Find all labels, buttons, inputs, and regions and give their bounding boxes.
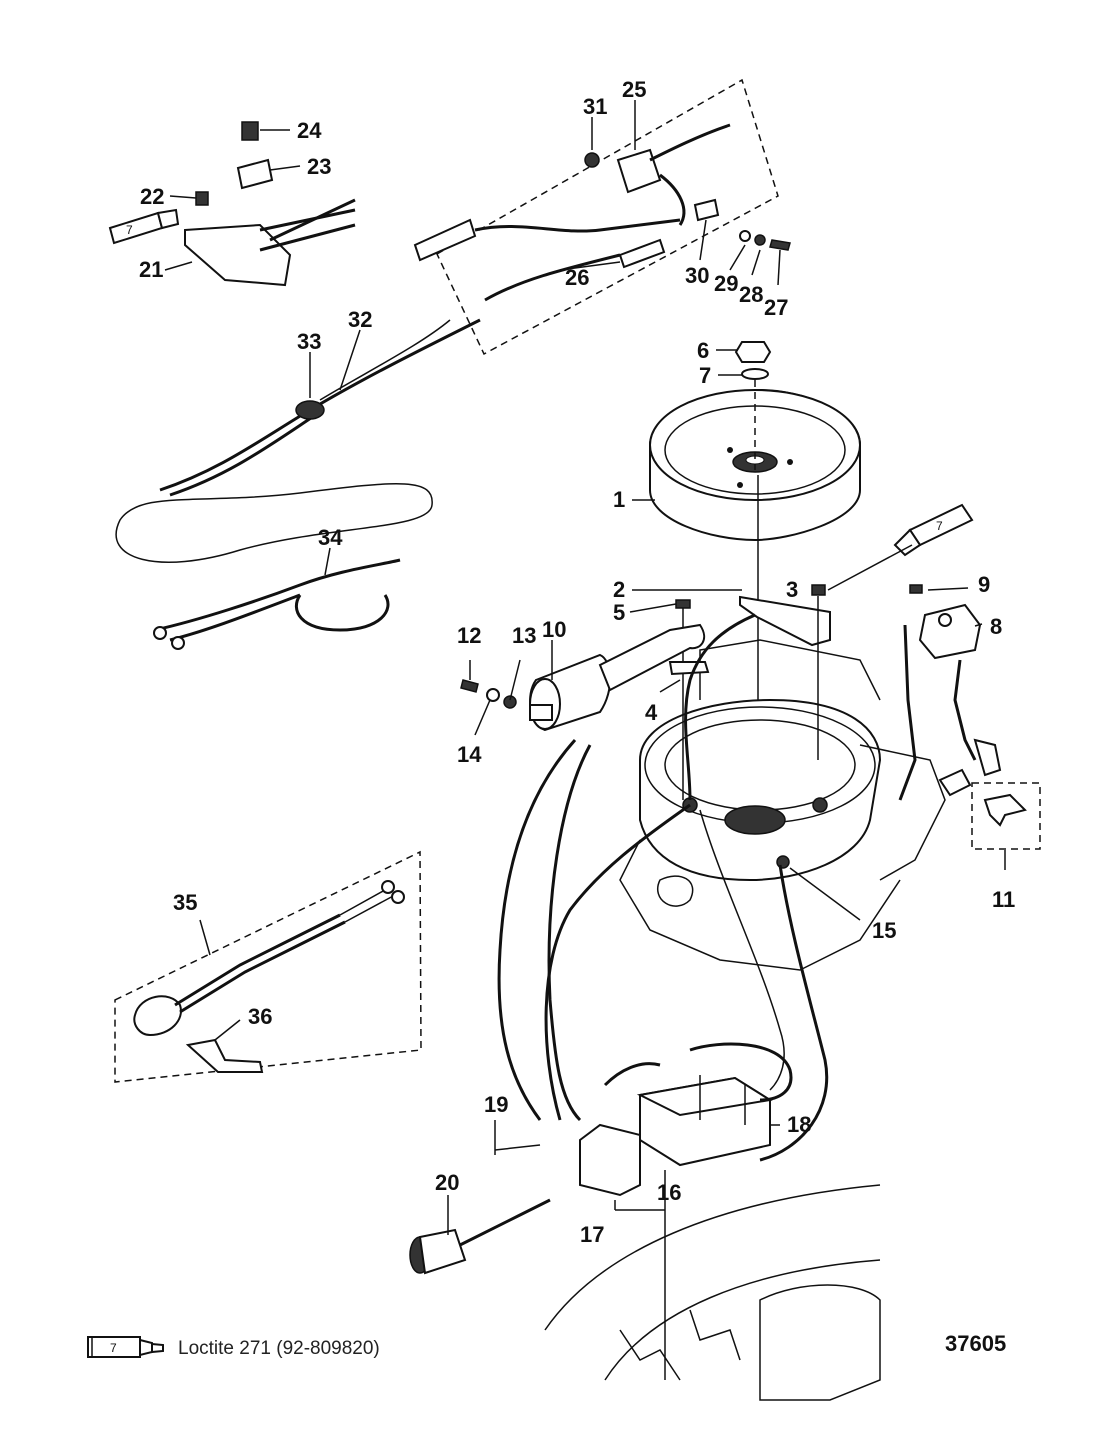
washer-14 (486, 688, 500, 702)
switch-box (579, 1042, 793, 1197)
callout-21: 21 (139, 257, 163, 282)
callout-labels: 1 2 3 4 5 6 7 8 9 10 11 12 13 14 15 16 1… (139, 77, 1015, 1247)
loctite-legend: 7 Loctite 271 (92-809820) (87, 1336, 380, 1359)
elbow-detail-outline (971, 782, 1041, 850)
callout-10: 10 (542, 617, 566, 642)
callout-27: 27 (764, 295, 788, 320)
callout-17: 17 (580, 1222, 604, 1247)
harness-loop-outline (115, 483, 433, 563)
callout-30: 30 (685, 263, 709, 288)
screw-12 (460, 679, 479, 693)
callout-11: 11 (992, 887, 1015, 912)
terminal-block-21 (184, 198, 356, 287)
legend-text: Loctite 271 (92-809820) (178, 1338, 380, 1359)
callout-15: 15 (872, 918, 896, 943)
callout-20: 20 (435, 1170, 459, 1195)
callout-19: 19 (484, 1092, 508, 1117)
flywheel-washer (741, 368, 769, 380)
screw-5 (675, 599, 691, 609)
callout-34: 34 (318, 525, 343, 550)
callout-12: 12 (457, 623, 481, 648)
callout-8: 8 (990, 614, 1002, 639)
stator-base-assembly (619, 639, 946, 971)
callout-22: 22 (140, 184, 164, 209)
callout-2: 2 (613, 577, 625, 602)
key-switch-35 (133, 880, 405, 1037)
trigger-bracket (739, 595, 831, 647)
callout-16: 16 (657, 1180, 681, 1205)
callout-1: 1 (613, 487, 625, 512)
callout-32: 32 (348, 307, 372, 332)
callout-5: 5 (613, 600, 625, 625)
callout-4: 4 (645, 700, 658, 725)
screw-24 (241, 121, 259, 141)
figure-number: 37605 (945, 1331, 1006, 1356)
grommet-33 (295, 400, 325, 420)
loctite-tube-right: 7 (893, 503, 974, 557)
callout-14: 14 (457, 742, 482, 767)
module-8 (918, 603, 982, 660)
callout-28: 28 (739, 282, 763, 307)
flywheel-nut (734, 341, 772, 363)
callout-35: 35 (173, 890, 197, 915)
ignition-coil (529, 623, 706, 732)
screw-9 (909, 584, 923, 594)
callout-36: 36 (248, 1004, 272, 1029)
terminal-36 (185, 1038, 264, 1073)
rectifier-group (413, 123, 791, 302)
leader-lines (164, 100, 1006, 1380)
rectifier-group-outline (436, 78, 779, 356)
callout-18: 18 (787, 1112, 811, 1137)
screw-3 (811, 584, 826, 596)
callout-23: 23 (307, 154, 331, 179)
callout-9: 9 (978, 572, 990, 597)
cowl-outline (544, 1184, 881, 1331)
callout-13: 13 (512, 623, 536, 648)
loctite-tube-upper-left: 7 (108, 208, 180, 245)
svg-text:7: 7 (126, 223, 133, 237)
callout-31: 31 (583, 94, 607, 119)
switch-group-outline (114, 850, 422, 1083)
callout-24: 24 (297, 118, 322, 143)
legend-tube-number: 7 (110, 1341, 117, 1355)
clip-4 (668, 661, 710, 676)
screw-22 (195, 191, 209, 206)
harness-connector (409, 1198, 551, 1275)
callout-29: 29 (714, 271, 738, 296)
nut-13 (503, 695, 517, 709)
callout-3: 3 (786, 577, 798, 602)
callout-26: 26 (565, 265, 589, 290)
svg-text:7: 7 (936, 519, 943, 533)
callout-7: 7 (699, 363, 711, 388)
clamp-23 (236, 158, 274, 190)
callout-25: 25 (622, 77, 646, 102)
elbow-detail (983, 793, 1027, 827)
callout-33: 33 (297, 329, 321, 354)
callout-6: 6 (697, 338, 709, 363)
